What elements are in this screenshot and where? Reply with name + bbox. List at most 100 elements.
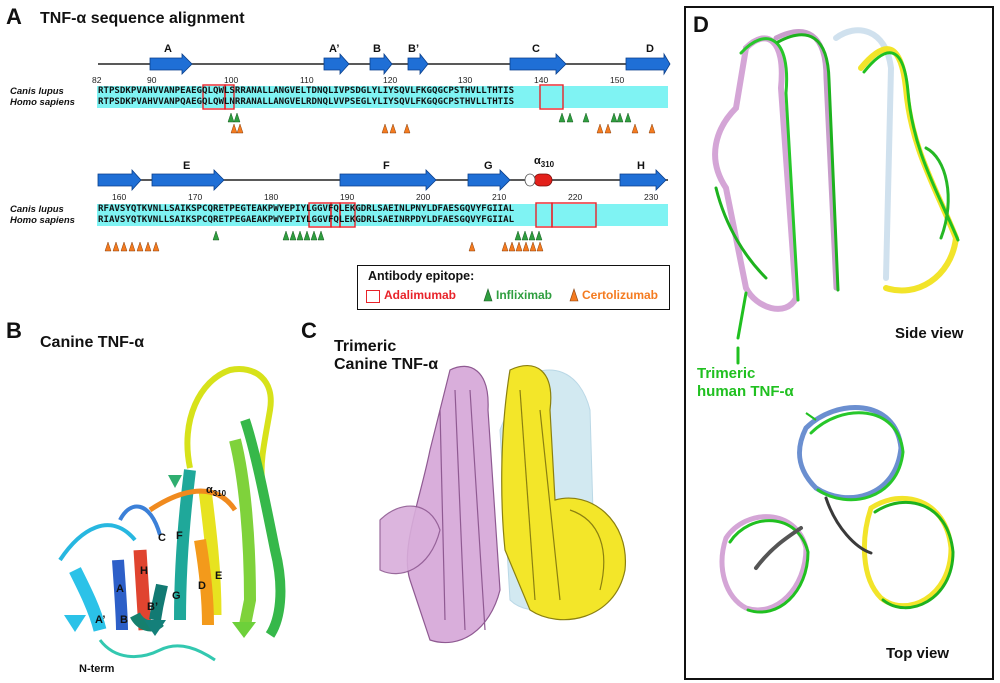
epitope-triangle [233, 112, 241, 123]
label-helix-310: α310 [206, 484, 227, 499]
adalimumab-swatch [366, 290, 380, 303]
epitope-triangle [610, 112, 618, 123]
ss-arrow [323, 52, 350, 76]
epitope-triangle [227, 112, 235, 123]
panel-c-letter: C [301, 318, 317, 343]
pos-number: 220 [568, 192, 583, 202]
panel-c-title-2: Canine TNF-α [334, 356, 439, 373]
epitope-triangle [535, 230, 543, 241]
ss-label: A’ [329, 43, 340, 55]
epitope-triangle [582, 112, 590, 123]
epitope-triangle [310, 230, 318, 241]
ss-arrow [151, 169, 225, 191]
pos-number: 120 [383, 75, 398, 85]
epitope-box [224, 84, 235, 110]
ribbon-loop-blue [118, 504, 162, 536]
seq-numbers: 82 90 100 110 120 130 140 150 160 170 18… [0, 0, 680, 202]
pos-number: 180 [264, 192, 279, 202]
label-strand-h: H [140, 565, 148, 577]
pos-number: 150 [610, 75, 625, 85]
pos-number: 82 [92, 75, 102, 85]
ribbon-strand-a-prime [69, 567, 107, 632]
ribbon-bottom-loop [98, 639, 216, 662]
epitope-triangle [230, 123, 238, 134]
epitope-box [539, 84, 564, 110]
ribbon-strand-d [229, 438, 257, 627]
panel-a-title: TNF-α sequence alignment [40, 10, 245, 27]
epitope-triangle [529, 241, 537, 252]
ss-arrow [339, 169, 437, 191]
epitope-triangle [381, 123, 389, 134]
pos-number: 100 [224, 75, 239, 85]
canine-tnf-ribbon [58, 366, 286, 662]
epitope-triangle [282, 230, 290, 241]
label-strand-g: G [172, 590, 181, 602]
label-strand-f: F [176, 530, 183, 542]
side-view-label: Side view [895, 325, 964, 342]
epitope-triangle [648, 123, 656, 134]
top-view-structure [719, 405, 955, 614]
ss-label: B’ [408, 43, 419, 55]
ss-arrow [97, 168, 142, 192]
ribbon-strand-g [194, 539, 214, 626]
label-strand-b-prime: B’ [147, 601, 158, 613]
epitope-triangle [144, 241, 152, 252]
panel-a-letter: A [6, 4, 22, 29]
ribbon-loop [184, 366, 274, 481]
epitope-triangle [616, 112, 624, 123]
ss-label: G [484, 160, 493, 172]
epitope-box [339, 202, 356, 228]
trimeric-canine-ribbon [379, 365, 626, 644]
ss-label: H [637, 160, 645, 172]
epitope-triangle [120, 241, 128, 252]
epitope-triangle [521, 230, 529, 241]
epitope-legend: Antibody epitope: Adalimumab Infliximab … [357, 265, 670, 310]
ss-arrow [625, 52, 671, 76]
label-strand-c: C [158, 532, 166, 544]
pos-number: 230 [644, 192, 659, 202]
ss-arrows-2 [97, 168, 667, 192]
epitope-triangle [508, 241, 516, 252]
ss-label: E [183, 160, 191, 172]
ribbon-strand-f [198, 489, 222, 616]
pos-number: 210 [492, 192, 507, 202]
ribbon-strand-e [240, 418, 286, 638]
ribbon-arrowhead [232, 622, 256, 638]
label-strand-e: E [215, 570, 223, 582]
epitope-triangle [104, 241, 112, 252]
species-canis-2: Canis lupus [10, 204, 64, 215]
seq-canis-1: RTPSDKPVAHVVANPEAEGQLQWLSRRANALLANGVELTD… [98, 86, 515, 96]
ss-label: F [383, 160, 390, 172]
side-view-structure [712, 27, 960, 365]
species-canis-1: Canis lupus [10, 86, 64, 97]
label-strand-b: B [120, 614, 128, 626]
helix-310-label: α310 [534, 155, 555, 170]
epitope-triangle [515, 241, 523, 252]
epitope-triangle [389, 123, 397, 134]
pos-number: 190 [340, 192, 355, 202]
ribbon-loop-cyan [58, 523, 137, 562]
superposition-ribbons [712, 27, 960, 614]
seq-canis-2: RFAVSYQTKVNLLSAIKSPCQRETPEGTEAKPWYEPIYLG… [98, 204, 515, 214]
ss-label: C [532, 43, 540, 55]
epitope-triangle [604, 123, 612, 134]
legend-infliximab: Infliximab [496, 288, 553, 302]
epitope-triangle [528, 230, 536, 241]
species-homo-2: Homo sapiens [10, 215, 75, 226]
ribbon-arrowhead [144, 620, 166, 636]
pos-number: 140 [534, 75, 549, 85]
epitope-triangle [317, 230, 325, 241]
helix-310 [524, 173, 553, 187]
epitope-triangle [136, 241, 144, 252]
epitope-triangle [296, 230, 304, 241]
human-label-2: human TNF-α [697, 383, 794, 400]
legend-adalimumab: Adalimumab [384, 288, 457, 302]
pos-number: 130 [458, 75, 473, 85]
ribbon-strand-a [112, 559, 128, 631]
human-label-pointer [805, 412, 817, 421]
panel-b-letter: B [6, 318, 22, 343]
label-strand-d: D [198, 580, 206, 592]
legend-certolizumab: Certolizumab [582, 288, 659, 302]
adalimumab-boxes [202, 84, 597, 228]
pos-number: 110 [300, 75, 314, 85]
